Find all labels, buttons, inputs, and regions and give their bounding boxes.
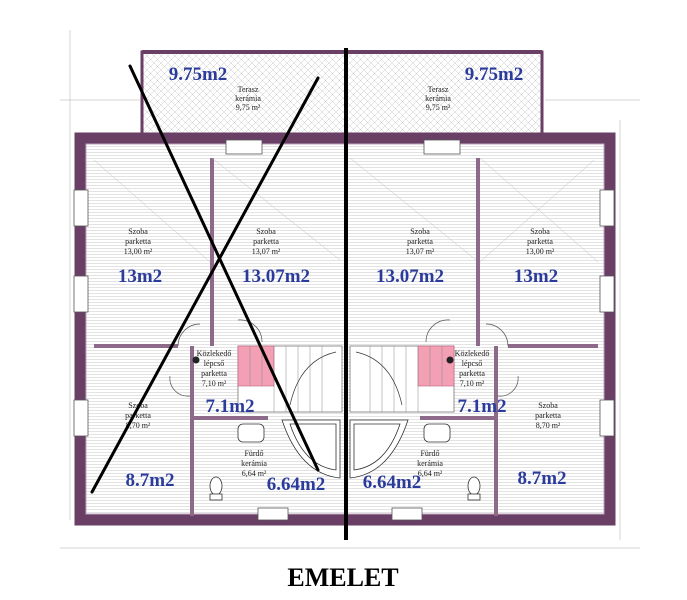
bath-right-name: Fürdő xyxy=(420,449,439,458)
terrace-right-name: Terasz xyxy=(428,85,449,94)
terrace-right-big: 9.75m2 xyxy=(465,64,524,85)
small-room-right-area: 8,70 m² xyxy=(536,421,561,430)
bath-right-big: 6.64m2 xyxy=(363,472,422,493)
bath-left-big: 6.64m2 xyxy=(267,474,326,495)
terrace-right-sub: kerámia xyxy=(425,94,451,103)
cross-out-mark xyxy=(90,64,320,494)
room-2-sub: parketta xyxy=(253,237,279,246)
terrace-right-area: 9,75 m² xyxy=(426,103,451,112)
terrace-left-big: 9.75m2 xyxy=(169,64,228,85)
door-swings xyxy=(169,319,519,397)
dimension-lines xyxy=(60,30,640,549)
hall-left-area: 7,10 m² xyxy=(202,379,227,388)
hall-left-big: 7.1m2 xyxy=(205,396,254,417)
bath-right-area: 6,64 m² xyxy=(418,469,443,478)
room-3-area: 13,07 m² xyxy=(406,247,435,256)
room-3-sub: parketta xyxy=(407,237,433,246)
room-4-big: 13m2 xyxy=(514,266,558,287)
small-room-right-big: 8.7m2 xyxy=(517,468,566,489)
room-2-area: 13,07 m² xyxy=(252,247,281,256)
terrace-left-sub: kerámia xyxy=(235,94,261,103)
bath-left-sub: kerámia xyxy=(241,459,267,468)
boilers xyxy=(192,356,454,364)
bath-left-area: 6,64 m² xyxy=(242,469,267,478)
small-room-left-big: 8.7m2 xyxy=(125,470,174,491)
room-4-sub: parketta xyxy=(527,237,553,246)
hall-right-name: Közlekedő xyxy=(455,349,490,358)
terrace-left-name: Terasz xyxy=(238,85,259,94)
hall-right-big: 7.1m2 xyxy=(457,396,506,417)
floor-title: EMELET xyxy=(287,563,398,592)
staircase-right xyxy=(349,345,455,413)
room-2-name: Szoba xyxy=(256,227,276,236)
hall-left-name: Közlekedő xyxy=(197,349,232,358)
room-3-name: Szoba xyxy=(410,227,430,236)
room-1-area: 13,00 m² xyxy=(124,247,153,256)
bath-right-sub: kerámia xyxy=(417,459,443,468)
room-2-big: 13.07m2 xyxy=(242,266,310,287)
toilets xyxy=(209,476,481,501)
hall-right-area: 7,10 m² xyxy=(460,379,485,388)
room-1-big: 13m2 xyxy=(118,266,162,287)
room-labels: Terasz kerámia 9,75 m² 9.75m2 Terasz ker… xyxy=(118,64,567,495)
bath-left-name: Fürdő xyxy=(244,449,263,458)
bathtub-right xyxy=(349,419,409,479)
windows xyxy=(73,139,615,521)
room-1-name: Szoba xyxy=(128,227,148,236)
staircase-left xyxy=(237,345,343,413)
small-room-left-area: 8,70 m² xyxy=(126,421,151,430)
hall-right-sub: parketta xyxy=(459,369,485,378)
terrace xyxy=(140,50,544,139)
small-room-right-sub: parketta xyxy=(535,411,561,420)
small-room-right-name: Szoba xyxy=(538,401,558,410)
hall-left-name2: lépcső xyxy=(204,359,224,368)
hall-right-name2: lépcső xyxy=(462,359,482,368)
room-1-sub: parketta xyxy=(125,237,151,246)
room-4-area: 13,00 m² xyxy=(526,247,555,256)
small-room-left-sub: parketta xyxy=(125,411,151,420)
hall-left-sub: parketta xyxy=(201,369,227,378)
room-guides xyxy=(93,157,599,263)
sinks xyxy=(237,423,451,443)
terrace-left-area: 9,75 m² xyxy=(236,103,261,112)
room-4-name: Szoba xyxy=(530,227,550,236)
room-3-big: 13.07m2 xyxy=(376,266,444,287)
